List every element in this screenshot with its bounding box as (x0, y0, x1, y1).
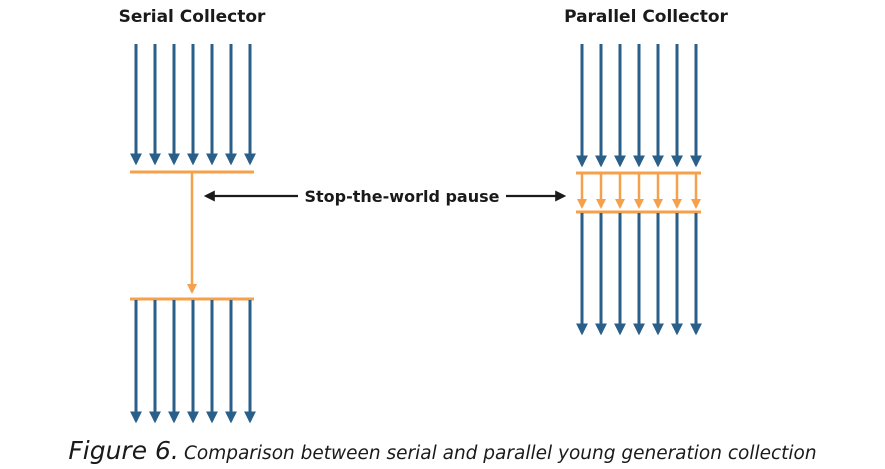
serial-app-threads-before (130, 44, 256, 166)
figure-caption-text: Comparison between serial and parallel y… (183, 443, 817, 464)
figure-caption: Figure 6. Comparison between serial and … (0, 436, 885, 469)
parallel-app-threads-after (576, 213, 702, 336)
parallel-collector-title: Parallel Collector (564, 7, 728, 27)
serial-collector-title: Serial Collector (119, 7, 266, 27)
figure-label: Figure 6. (68, 436, 179, 465)
parallel-app-threads-before (576, 44, 702, 168)
serial-app-threads-after (130, 300, 256, 424)
parallel-gc-threads (577, 174, 701, 209)
stop-the-world-label: Stop-the-world pause (305, 187, 500, 206)
gc-comparison-diagram: Serial Collector Parallel Collector Stop… (119, 7, 729, 424)
